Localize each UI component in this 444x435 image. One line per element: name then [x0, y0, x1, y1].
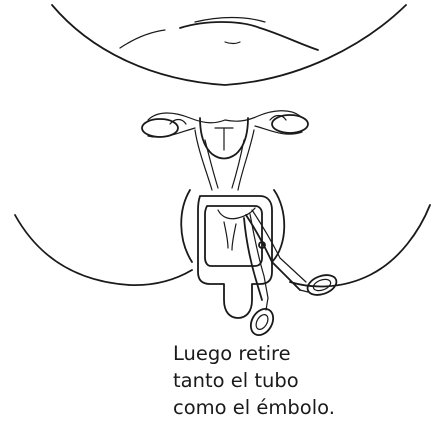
uterus-diagram	[142, 111, 308, 190]
instruction-caption: Luego retire tanto el tubo como el émbol…	[173, 340, 433, 421]
abdomen-outline	[52, 5, 406, 85]
syringe-device	[198, 196, 272, 318]
hips-outline	[15, 190, 430, 286]
caption-line-1: Luego retire	[173, 340, 433, 367]
procedure-illustration	[0, 0, 444, 340]
caption-line-2: tanto el tubo	[173, 367, 433, 394]
caption-line-3: como el émbolo.	[173, 394, 433, 421]
forceps-instrument	[244, 210, 339, 339]
